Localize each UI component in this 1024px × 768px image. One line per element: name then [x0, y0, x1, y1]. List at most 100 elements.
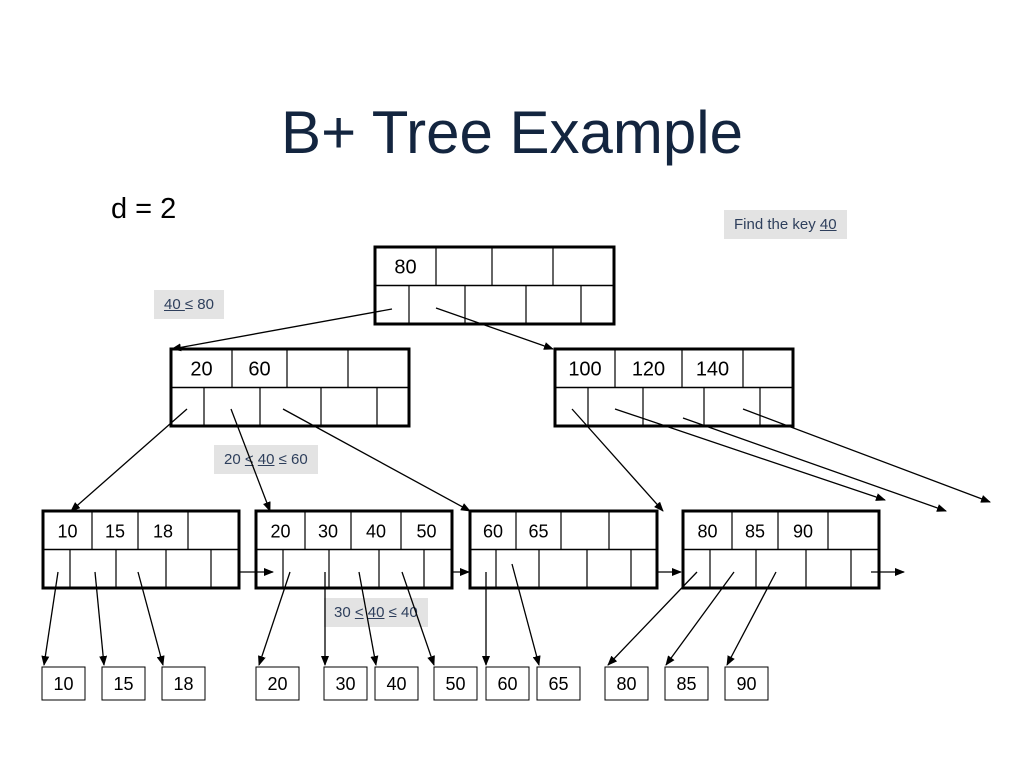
note-internal-pre: 20 [224, 451, 245, 468]
node-key: 80 [394, 256, 416, 278]
record-value: 15 [113, 674, 133, 694]
record-border [255, 666, 300, 701]
record-border [485, 666, 530, 701]
node-key: 50 [416, 521, 436, 541]
note-find-key-prefix: Find the key [734, 216, 820, 233]
note-internal-comparison: 20 < 40 ≤ 60 [214, 445, 318, 474]
note-leaf-pre: 30 [334, 604, 355, 621]
record-value: 18 [173, 674, 193, 694]
note-leaf-comparison: 30 < 40 ≤ 40 [324, 598, 428, 627]
pointer-arrow [94, 571, 108, 666]
pointer-arrow [511, 563, 541, 666]
pointer-arrow [230, 408, 271, 512]
record-value: 50 [445, 674, 465, 694]
node-key: 20 [270, 521, 290, 541]
note-root-comparison: 40 ≤ 80 [154, 290, 224, 319]
record-border [536, 666, 581, 701]
note-find-key-value: 40 [819, 216, 837, 233]
node-leaf4: 80 85 90 [681, 509, 881, 590]
node-key: 60 [248, 358, 270, 380]
pointer-arrow [571, 408, 664, 512]
record-box: 15 [101, 666, 146, 701]
page-title: B+ Tree Example [281, 99, 743, 166]
pointer-arrow [607, 571, 698, 666]
pointer-arrow [401, 571, 435, 666]
pointer-arrow [742, 408, 991, 503]
record-box: 30 [323, 666, 368, 701]
node-key: 15 [105, 521, 125, 541]
record-box: 65 [536, 666, 581, 701]
note-leaf-rest: ≤ 40 [384, 604, 418, 621]
pointer-arrow [614, 408, 886, 501]
record-value: 85 [676, 674, 696, 694]
node-key: 65 [528, 521, 548, 541]
tree-edges [41, 307, 991, 666]
pointer-arrow [41, 571, 59, 666]
node-key: 60 [483, 521, 503, 541]
record-border [101, 666, 146, 701]
node-key: 140 [696, 358, 729, 380]
record-border [41, 666, 86, 701]
record-value: 40 [386, 674, 406, 694]
node-key: 18 [153, 521, 173, 541]
pointer-arrow [665, 571, 735, 666]
pointer-arrow [171, 308, 393, 352]
note-root-key: 40 [164, 296, 185, 313]
node-key: 30 [318, 521, 338, 541]
record-value: 10 [53, 674, 73, 694]
record-box: 60 [485, 666, 530, 701]
record-border [604, 666, 649, 701]
note-internal-lt: < [244, 451, 254, 468]
note-root-rest: ≤ 80 [184, 296, 214, 313]
pointer-arrow [726, 571, 777, 666]
pointer-arrow [282, 408, 471, 512]
node-leaf2: 20 30 40 50 [254, 509, 454, 590]
record-border [161, 666, 206, 701]
record-border [664, 666, 709, 701]
record-box: 50 [433, 666, 478, 701]
pointer-arrow [258, 571, 291, 666]
record-box: 80 [604, 666, 649, 701]
note-leaf-key: 40 [367, 604, 385, 621]
record-value: 20 [267, 674, 287, 694]
note-find-key: Find the key 40 [724, 210, 847, 239]
node-key: 100 [568, 358, 601, 380]
node-key: 120 [632, 358, 665, 380]
record-border [323, 666, 368, 701]
record-box: 10 [41, 666, 86, 701]
note-internal-key: 40 [257, 451, 275, 468]
pointer-arrow [682, 417, 947, 512]
data-records: 10 15 18 20 30 40 50 60 65 80 85 90 [41, 666, 769, 701]
node-root: 80 [373, 245, 616, 326]
record-box: 90 [724, 666, 769, 701]
node-leaf1: 10 15 18 [41, 509, 241, 590]
record-value: 65 [548, 674, 568, 694]
pointer-arrow [358, 571, 379, 666]
record-value: 80 [616, 674, 636, 694]
record-border [374, 666, 419, 701]
record-box: 85 [664, 666, 709, 701]
note-internal-rest: ≤ 60 [274, 451, 308, 468]
order-parameter: d = 2 [111, 193, 177, 225]
record-border [724, 666, 769, 701]
note-leaf-lt: < [354, 604, 364, 621]
node-key: 80 [697, 521, 717, 541]
record-value: 30 [335, 674, 355, 694]
pointer-arrow [70, 408, 188, 512]
record-value: 60 [497, 674, 517, 694]
node-key: 10 [57, 521, 77, 541]
record-box: 40 [374, 666, 419, 701]
pointer-arrow [435, 307, 554, 350]
node-key: 40 [366, 521, 386, 541]
node-key: 20 [190, 358, 212, 380]
record-value: 90 [736, 674, 756, 694]
node-leaf3: 60 65 [468, 509, 659, 590]
node-key: 85 [745, 521, 765, 541]
record-box: 18 [161, 666, 206, 701]
record-box: 20 [255, 666, 300, 701]
record-border [433, 666, 478, 701]
node-key: 90 [793, 521, 813, 541]
